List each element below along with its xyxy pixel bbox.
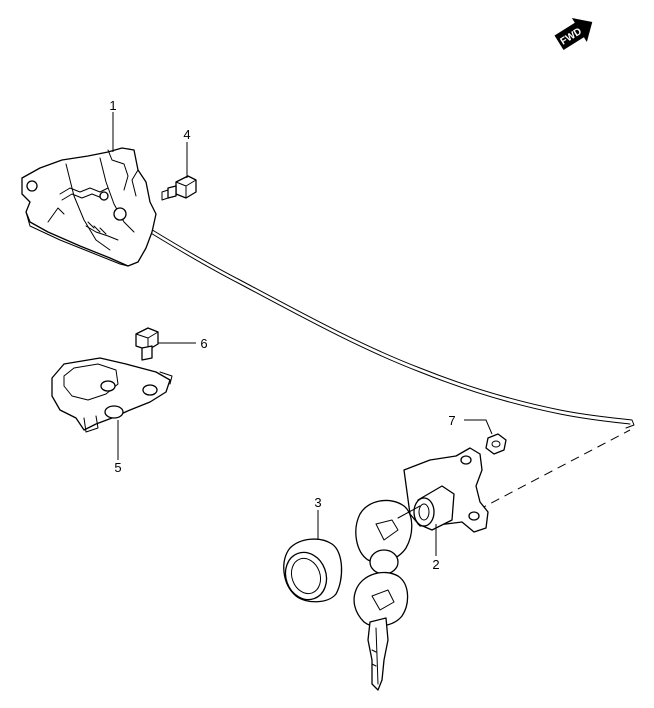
- callout-4: 4: [183, 127, 190, 142]
- lock-cylinder: [403, 447, 489, 533]
- latch-bracket: [51, 357, 173, 433]
- callout-6: 6: [200, 336, 207, 351]
- release-cable: [127, 214, 635, 429]
- keys: [353, 499, 421, 691]
- callout-3: 3: [314, 495, 321, 510]
- bracket-bolt: [135, 327, 159, 361]
- callout-7: 7: [448, 413, 455, 428]
- hood-latch: [21, 147, 157, 267]
- lock-bezel-ring: [283, 538, 343, 603]
- cable-clip: [485, 433, 507, 455]
- leader-lines: [112, 112, 493, 556]
- latch-bolt: [161, 175, 197, 201]
- callout-numbers: 1 2 3 4 5 6 7: [109, 98, 455, 572]
- fwd-arrow-icon: FWD: [554, 18, 593, 50]
- callout-1: 1: [109, 98, 116, 113]
- callout-2: 2: [432, 557, 439, 572]
- assembly-line: [477, 429, 631, 511]
- callout-5: 5: [114, 460, 121, 475]
